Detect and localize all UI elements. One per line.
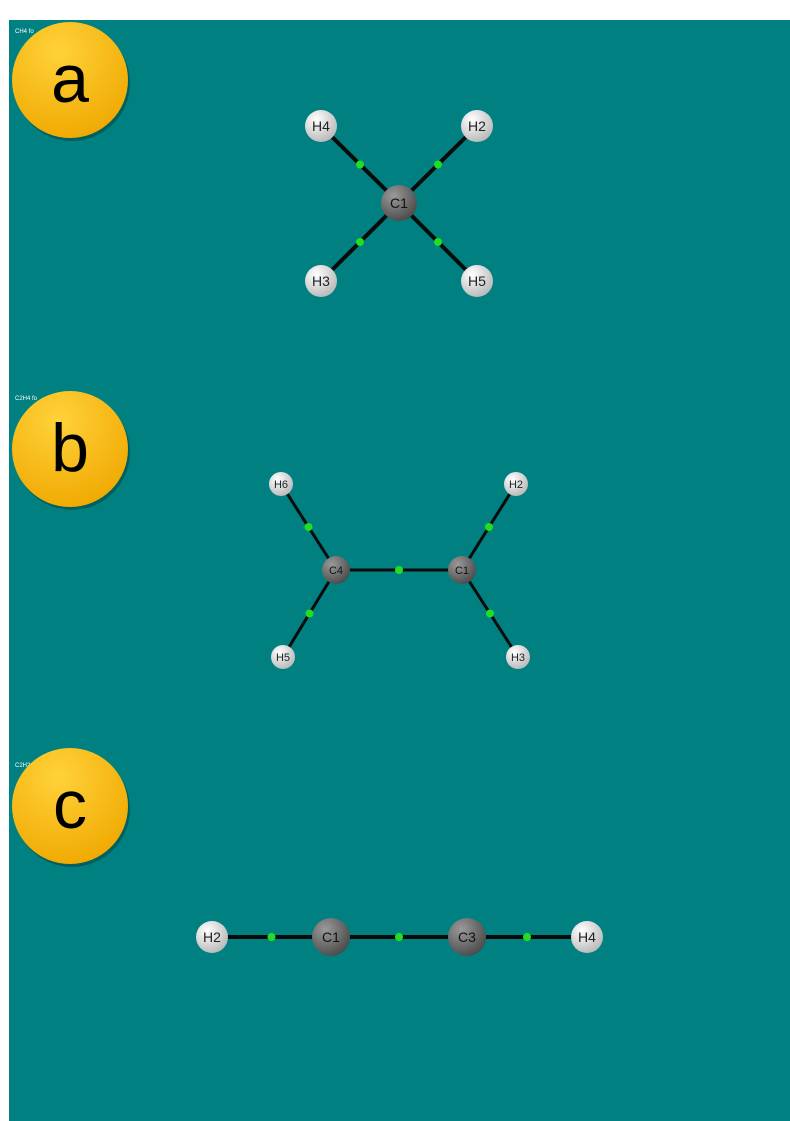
atom-h2: H2	[461, 110, 493, 142]
atom-h5: H5	[271, 645, 295, 669]
atom-c3: C3	[448, 918, 486, 956]
bond-critical-point	[434, 238, 442, 246]
bond-critical-point	[356, 160, 364, 169]
bond-critical-point	[395, 933, 403, 941]
panel-badge-letter: a	[51, 41, 89, 117]
atom-c1: C1	[312, 918, 350, 956]
atom-h4: H4	[305, 110, 337, 142]
atom-label: H2	[203, 929, 221, 945]
atom-h6: H6	[269, 472, 293, 496]
atom-label: H5	[468, 273, 486, 289]
atom-label: H2	[468, 118, 486, 134]
atom-h5: H5	[461, 265, 493, 297]
bond-critical-point	[523, 933, 531, 941]
atom-h3: H3	[305, 265, 337, 297]
panel-caption: CH4 fo	[15, 29, 34, 35]
bond-critical-point	[485, 523, 493, 531]
atom-h4: H4	[571, 921, 603, 953]
panel-badge: a	[12, 22, 130, 141]
atom-label: H4	[578, 929, 596, 945]
panel-caption: C2H4 fo	[15, 396, 38, 402]
atom-h2: H2	[504, 472, 528, 496]
atom-label: C1	[390, 195, 408, 211]
atom-label: H4	[312, 118, 330, 134]
atom-label: C1	[322, 929, 340, 945]
atom-h2: H2	[196, 921, 228, 953]
atom-label: C4	[329, 565, 343, 577]
bond-critical-point	[356, 238, 364, 246]
atom-label: H6	[274, 479, 288, 491]
bond-critical-point	[395, 566, 403, 574]
bond-critical-point	[267, 933, 276, 941]
atom-label: H2	[509, 479, 523, 491]
bond-critical-point	[305, 609, 314, 618]
panel-badge: c	[12, 748, 130, 867]
atom-label: H3	[312, 273, 330, 289]
panel-badge: b	[12, 391, 130, 510]
atom-label: C3	[458, 929, 476, 945]
panel-badge-letter: c	[53, 767, 87, 843]
atom-label: C1	[455, 565, 469, 577]
bond-critical-point	[434, 160, 442, 169]
atom-label: H5	[276, 652, 290, 664]
atom-c1: C1	[381, 185, 417, 221]
atom-h3: H3	[506, 645, 530, 669]
atom-label: H3	[511, 652, 525, 664]
panel-caption: C2H2	[15, 763, 31, 769]
atom-c4: C4	[322, 556, 350, 584]
panel-badge-letter: b	[51, 410, 89, 486]
bond-critical-point	[486, 609, 494, 618]
bond-critical-point	[304, 523, 313, 531]
atom-c1: C1	[448, 556, 476, 584]
